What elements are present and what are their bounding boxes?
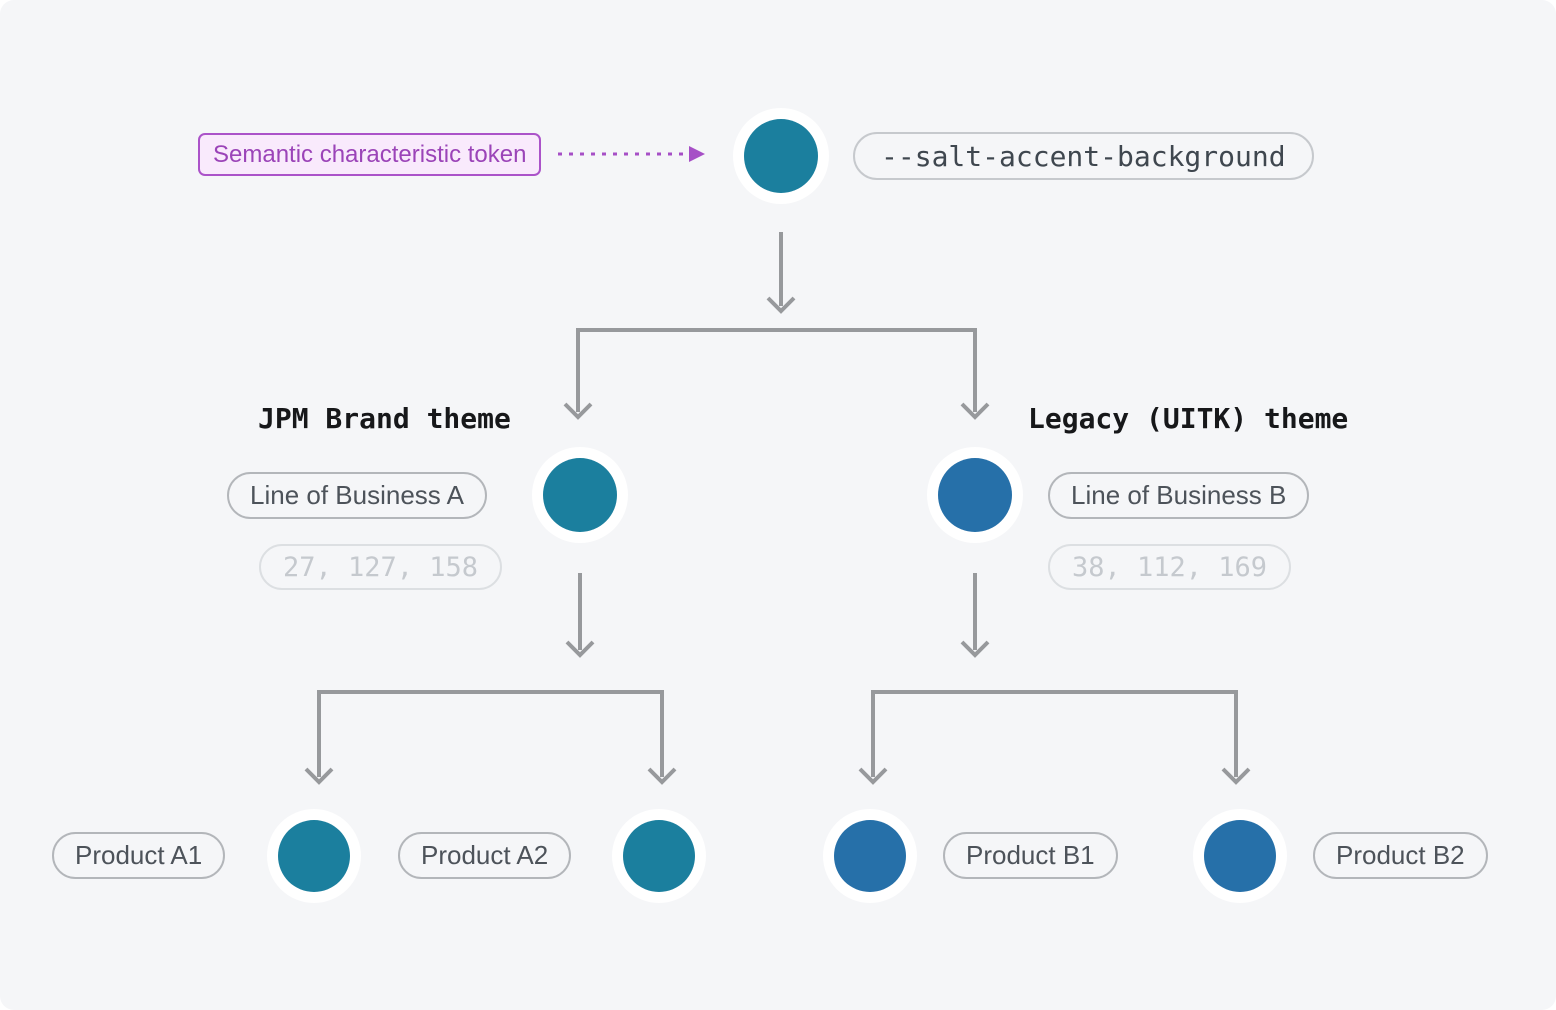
arrow-legacy-right-icon (1221, 690, 1251, 785)
arrow-root-down-icon (766, 232, 796, 314)
root-token-pill: --salt-accent-background (853, 132, 1314, 180)
arrow-brand-down-icon (565, 573, 595, 658)
brand-theme-swatch-icon (543, 458, 617, 532)
rgb-value-b-pill: 38, 112, 169 (1048, 544, 1292, 590)
arrow-split-right-icon (960, 328, 990, 420)
product-b1-swatch-icon (834, 820, 906, 892)
legacy-theme-label: Legacy (UITK) theme (1028, 402, 1349, 435)
arrow-brand-right-icon (647, 690, 677, 785)
rgb-value-a-pill: 27, 127, 158 (259, 544, 503, 590)
arrow-brand-left-icon (304, 690, 334, 785)
line-of-business-a-pill: Line of Business A (227, 472, 487, 519)
product-a2-swatch-icon (623, 820, 695, 892)
product-a1-pill: Product A1 (52, 832, 226, 879)
product-b1-pill: Product B1 (943, 832, 1118, 879)
product-b2-swatch-icon (1204, 820, 1276, 892)
legacy-theme-swatch-icon (938, 458, 1012, 532)
brand-theme-label: JPM Brand theme (258, 402, 511, 435)
arrow-legacy-left-icon (858, 690, 888, 785)
product-a1-swatch-icon (278, 820, 350, 892)
semantic-token-annotation: Semantic characteristic token (198, 133, 542, 176)
line-of-business-b-pill: Line of Business B (1048, 472, 1310, 519)
product-b2-pill: Product B2 (1313, 832, 1488, 879)
root-token-swatch-icon (744, 119, 818, 193)
product-a2-pill: Product A2 (398, 832, 572, 879)
annotation-arrow-icon (558, 146, 705, 162)
arrow-legacy-down-icon (960, 573, 990, 658)
arrow-split-left-icon (563, 328, 593, 420)
